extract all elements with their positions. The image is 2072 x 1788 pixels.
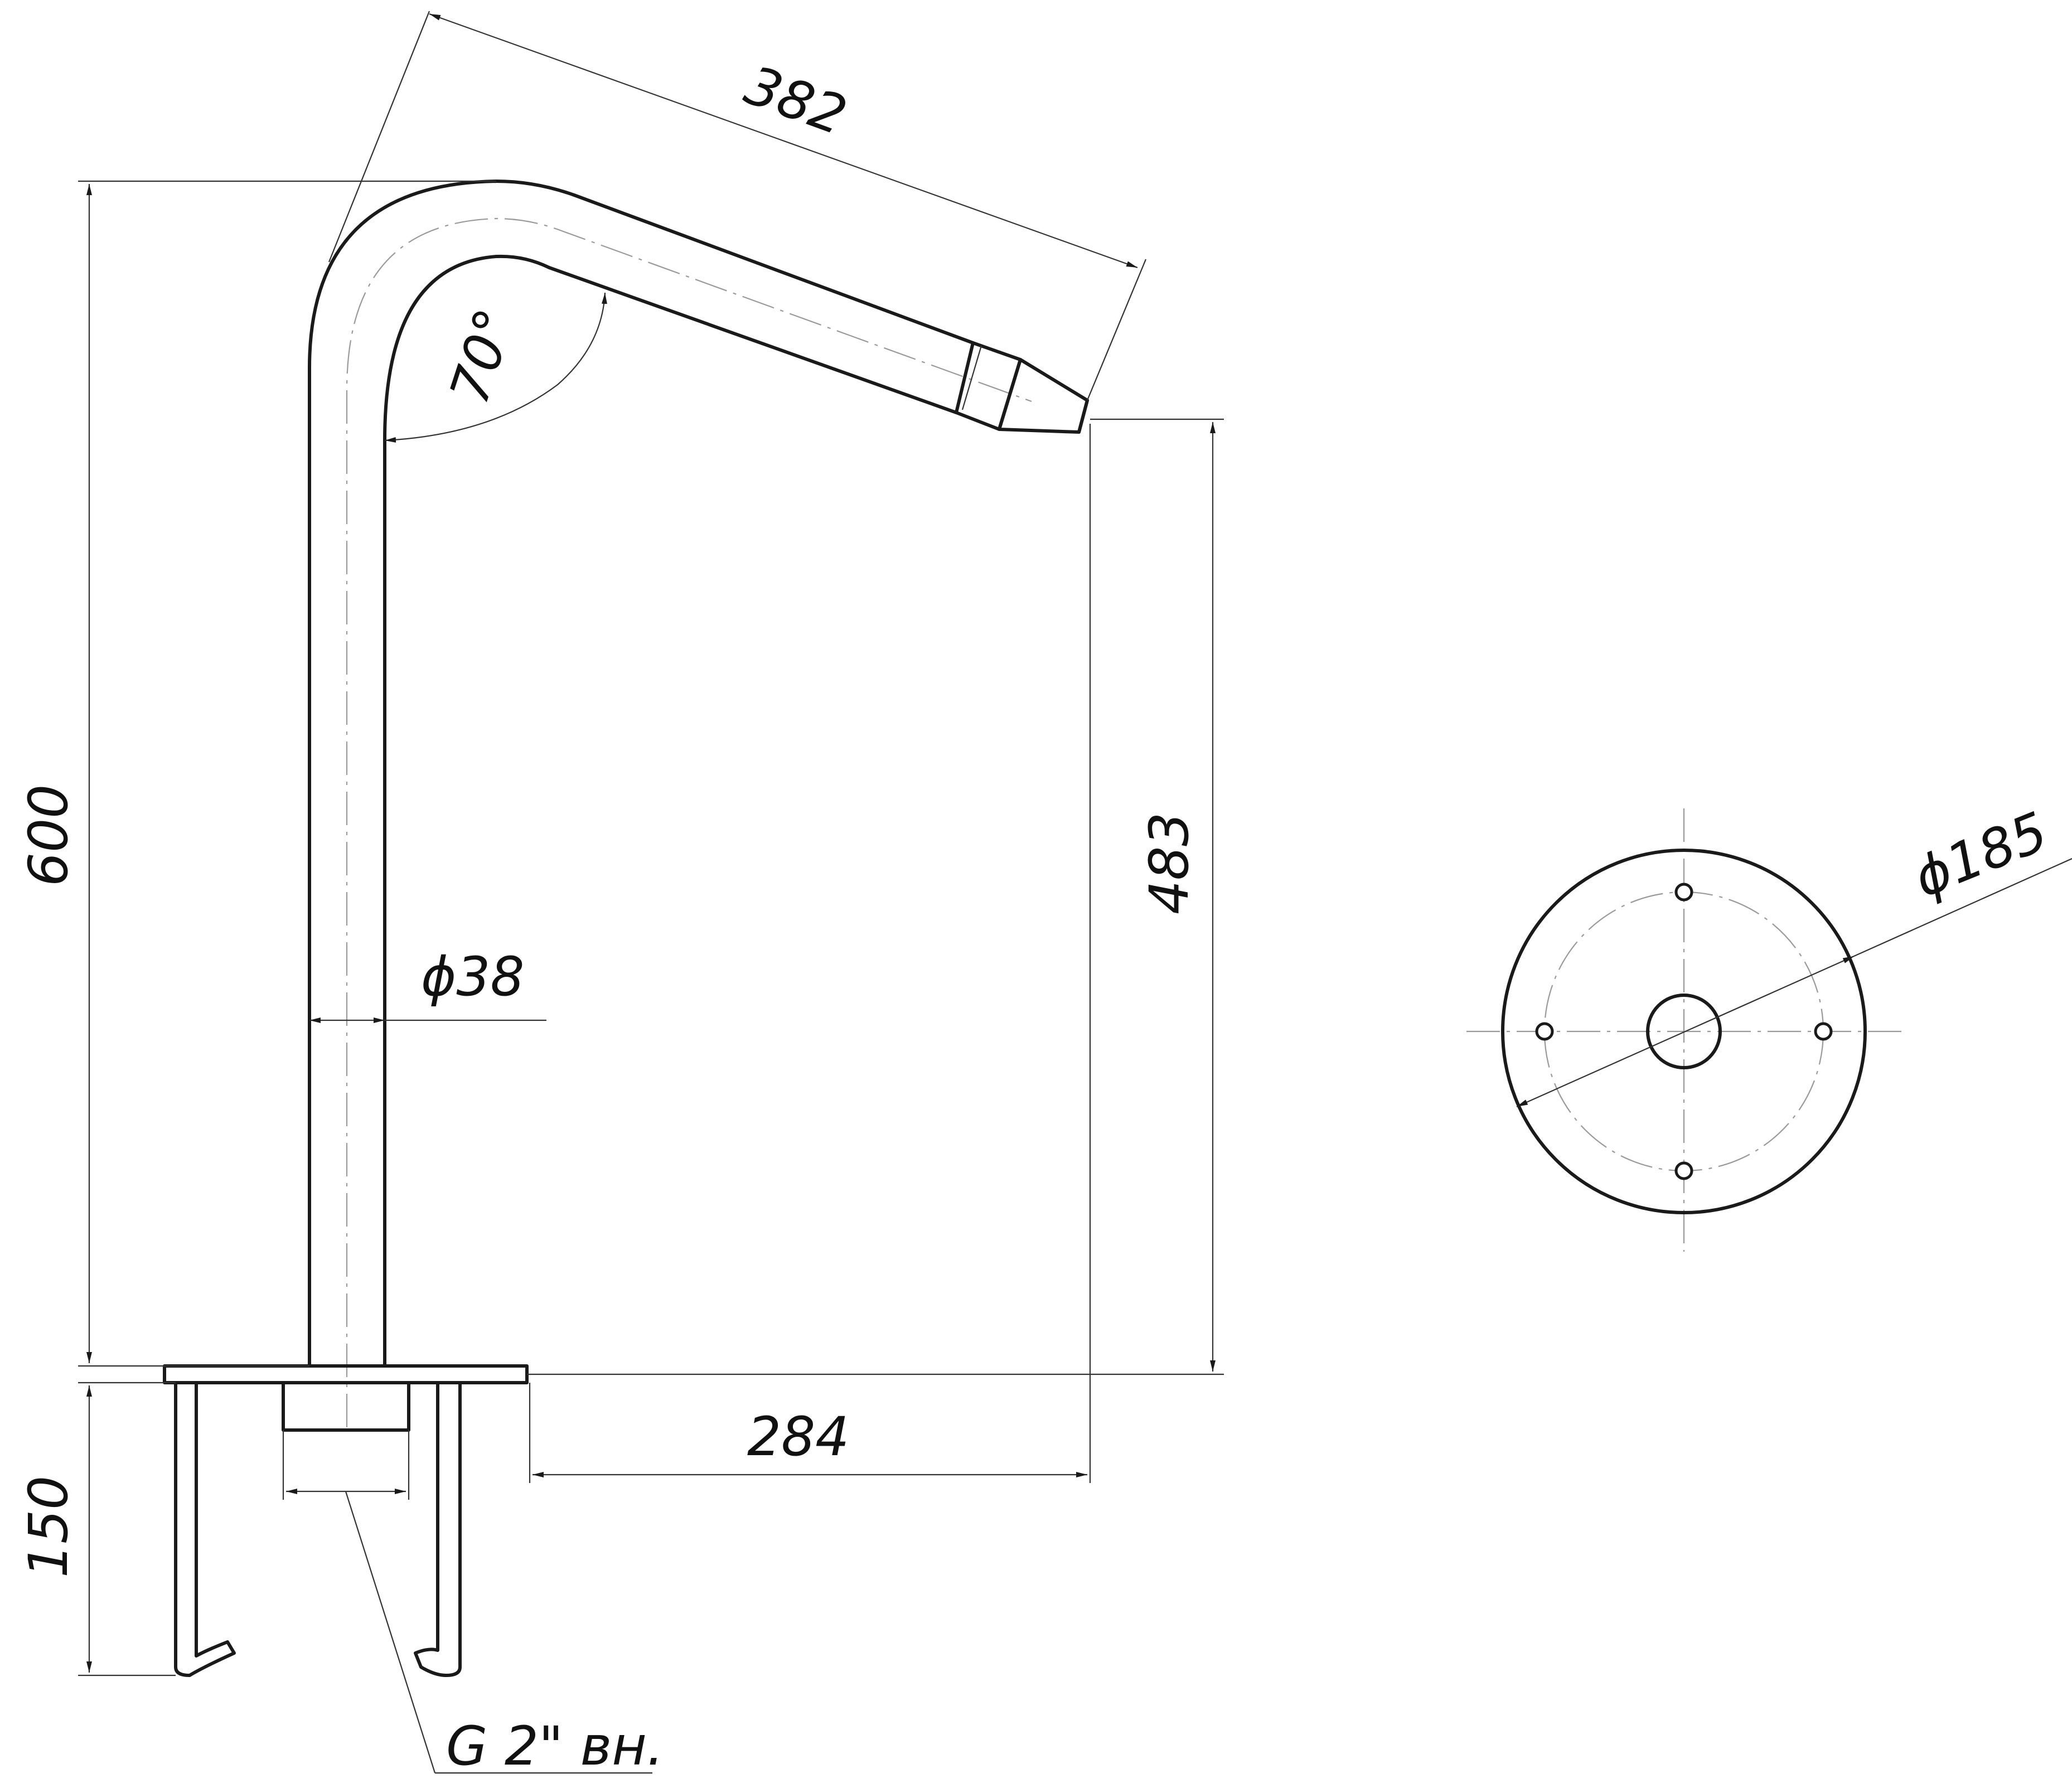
spout-outer-contour [308, 180, 975, 1368]
spout-inner-contour [383, 254, 958, 1368]
dimension-angle: 70° [384, 292, 607, 443]
nozzle [955, 341, 1089, 434]
dimension-600-label: 600 [17, 784, 80, 886]
dimension-150-label: 150 [17, 1476, 80, 1578]
left-anchor [174, 1381, 236, 1677]
side-view [163, 180, 1089, 1677]
threaded-socket [282, 1381, 410, 1432]
flange-plan-view: ϕ185 [1466, 800, 2072, 1252]
dimension-anchor-depth: 150 [17, 1382, 176, 1676]
dimension-483-label: 483 [1138, 812, 1200, 914]
spout-centerline [346, 217, 1032, 1427]
flange-outer-circle [1501, 849, 1867, 1214]
dimension-70-label: 70° [438, 302, 526, 411]
bolt-hole-left [1535, 1022, 1554, 1041]
base-flange [163, 1364, 529, 1384]
dimension-382-label: 382 [737, 54, 854, 147]
dimension-38-label: ϕ38 [421, 946, 524, 1008]
thread-callout: G 2" вн. [282, 1430, 664, 1777]
dimension-284-label: 284 [747, 1406, 849, 1468]
bolt-hole-right [1814, 1022, 1833, 1041]
dimension-outlet-height: 483 [527, 418, 1224, 1375]
dimension-tube-diameter: ϕ38 [309, 946, 546, 1023]
right-anchor [414, 1381, 462, 1677]
bolt-hole-top [1674, 883, 1693, 902]
dimension-reach: 284 [529, 424, 1091, 1483]
dimension-185-label: ϕ185 [1905, 800, 2056, 909]
thread-label: G 2" вн. [446, 1715, 664, 1777]
dimension-spout-length: 382 [328, 11, 1147, 401]
dimension-total-height: 600 [17, 180, 496, 1367]
bolt-hole-bottom [1674, 1161, 1693, 1180]
